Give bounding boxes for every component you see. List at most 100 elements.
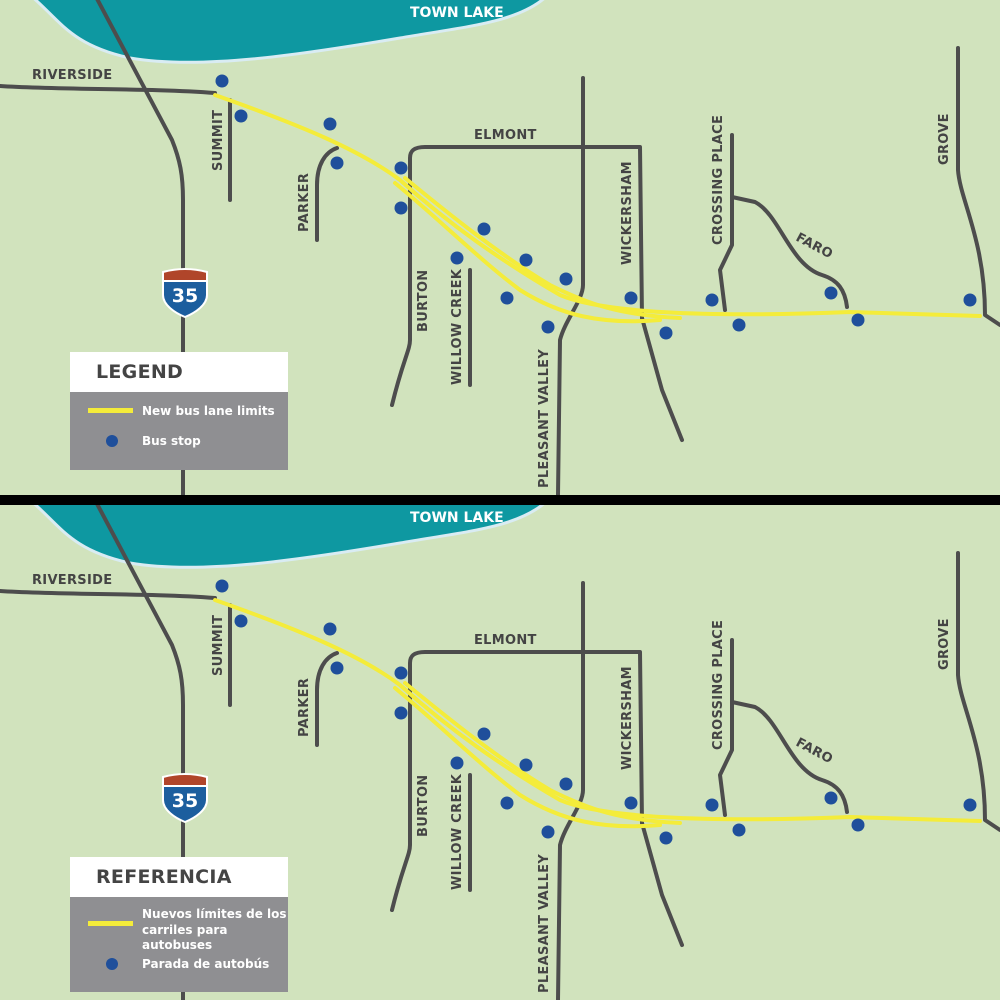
i35-road [95, 505, 185, 1000]
street-label-riverside: RIVERSIDE [32, 573, 112, 588]
bus-stop-marker [234, 614, 248, 628]
bus-lane-main [213, 93, 982, 318]
parker-road [315, 146, 339, 242]
bus-stop-marker [330, 661, 344, 675]
bus-stop-marker [215, 74, 229, 88]
interstate-shield-icon: 35 [162, 773, 208, 824]
bus-stop-marker [705, 798, 719, 812]
street-label-burton: BURTON [416, 270, 431, 333]
town-lake-label: TOWN LAKE [410, 510, 504, 526]
bus-stop-marker [477, 222, 491, 236]
parker-road [315, 651, 339, 747]
street-label-riverside: RIVERSIDE [32, 68, 112, 83]
bus-stop-marker [234, 109, 248, 123]
legend-bus-stop-text: Bus stop [142, 434, 201, 448]
town-lake-water [33, 505, 545, 569]
street-label-burton: BURTON [416, 775, 431, 838]
legend-box-spanish: REFERENCIA Nuevos límites de los carrile… [70, 857, 288, 992]
bus-stop-marker [500, 291, 514, 305]
road-network [0, 505, 1000, 1000]
town-lake-water [33, 0, 545, 64]
legend-title: REFERENCIA [70, 857, 288, 897]
street-label-crossing-place: CROSSING PLACE [711, 620, 726, 750]
street-label-pleasant-valley: PLEASANT VALLEY [537, 854, 552, 993]
burton-road [390, 703, 412, 912]
legend-row-bus-lane: Nuevos límites de los carriles para auto… [70, 907, 288, 952]
bus-stop-swatch-icon [106, 958, 118, 970]
bus-lane-branch-1 [393, 686, 662, 829]
street-label-summit: SUMMIT [211, 110, 226, 171]
street-label-grove: GROVE [937, 113, 952, 165]
grove-road [956, 551, 1000, 832]
burton-road [390, 198, 412, 407]
street-label-elmont: ELMONT [474, 128, 537, 143]
bus-lane-branch-2 [403, 176, 682, 320]
grove-road [956, 46, 1000, 327]
legend-bus-lane-text-line2: carriles para autobuses [142, 923, 228, 952]
bus-stop-marker [659, 326, 673, 340]
bus-stop-marker [519, 253, 533, 267]
bus-stop-marker [394, 201, 408, 215]
street-label-pleasant-valley: PLEASANT VALLEY [537, 349, 552, 488]
street-label-grove: GROVE [937, 618, 952, 670]
map-panel-spanish: TOWN LAKE RIVERSIDE SUMMIT PARKER ELMONT… [0, 505, 1000, 1000]
bus-stop-marker [477, 727, 491, 741]
bus-lane-branch-1 [393, 181, 662, 324]
interstate-number: 35 [172, 285, 198, 307]
bus-stop-marker [963, 293, 977, 307]
bus-stop-marker [323, 117, 337, 131]
bus-stop-marker [559, 272, 573, 286]
bus-stop-marker [559, 777, 573, 791]
street-label-summit: SUMMIT [211, 615, 226, 676]
legend-bus-lane-text-line1: Nuevos límites de los [142, 907, 287, 921]
map-panel-english: TOWN LAKE RIVERSIDE SUMMIT PARKER ELMONT… [0, 0, 1000, 495]
bus-stop-marker [824, 791, 838, 805]
street-label-willow-creek: WILLOW CREEK [450, 268, 465, 385]
bus-lane-branch-2 [403, 681, 682, 825]
legend-bus-lane-text: New bus lane limits [142, 404, 275, 418]
pleasant-valley-road [556, 581, 585, 1000]
legend-row-bus-stop: Parada de autobús [70, 955, 288, 973]
elmont-road [408, 145, 644, 320]
faro-road [730, 700, 849, 814]
riverside-road [0, 589, 217, 600]
road-network [0, 0, 1000, 495]
bus-stop-marker [851, 818, 865, 832]
map-canvas: TOWN LAKE RIVERSIDE SUMMIT PARKER ELMONT… [0, 0, 1000, 495]
legend-box-english: LEGEND New bus lane limits Bus stop [70, 352, 288, 470]
bus-stop-marker [963, 798, 977, 812]
street-label-elmont: ELMONT [474, 633, 537, 648]
bus-stop-swatch-icon [106, 435, 118, 447]
legend-bus-stop-text: Parada de autobús [142, 957, 270, 971]
bus-stop-marker [824, 286, 838, 300]
bus-lane-lines [213, 93, 982, 324]
bus-stop-marker [394, 706, 408, 720]
bus-stop-marker [519, 758, 533, 772]
interstate-number: 35 [172, 790, 198, 812]
bus-stop-marker [732, 823, 746, 837]
elmont-road [408, 650, 644, 825]
crossing-place-road [718, 638, 734, 817]
riverside-road [0, 84, 217, 95]
bus-stop-marker [500, 796, 514, 810]
bus-stops [215, 579, 977, 845]
bus-lane-lines [213, 598, 982, 829]
wickersham-road [640, 821, 684, 947]
bus-lane-swatch [88, 921, 133, 926]
bus-stop-marker [450, 756, 464, 770]
bus-stop-marker [851, 313, 865, 327]
bus-stops [215, 74, 977, 340]
bus-stop-marker [394, 161, 408, 175]
bus-lane-main [213, 598, 982, 823]
bus-stop-marker [215, 579, 229, 593]
street-label-willow-creek: WILLOW CREEK [450, 773, 465, 890]
legend-row-bus-lane: New bus lane limits [70, 402, 288, 420]
street-label-parker: PARKER [297, 678, 312, 737]
wickersham-road [640, 316, 684, 442]
street-label-wickersham: WICKERSHAM [620, 161, 635, 265]
bus-stop-marker [732, 318, 746, 332]
i35-road [95, 0, 185, 495]
bus-lane-swatch [88, 408, 133, 413]
bus-stop-marker [323, 622, 337, 636]
bus-stop-marker [659, 831, 673, 845]
